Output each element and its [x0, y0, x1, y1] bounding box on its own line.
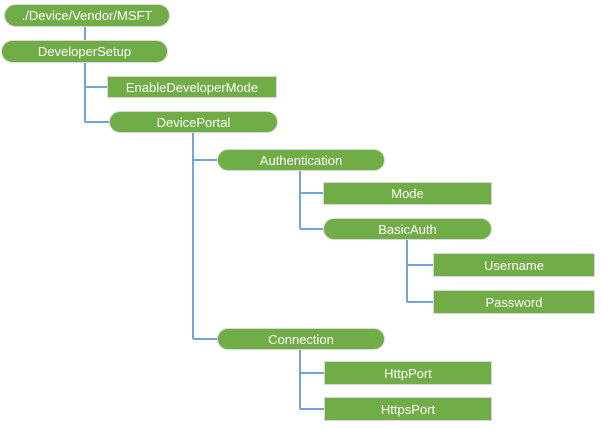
connector-branch-authentication — [193, 159, 217, 161]
node-label-enabledevelopermode: EnableDeveloperMode — [125, 79, 259, 95]
node-basicauth: BasicAuth — [323, 218, 492, 240]
node-authentication: Authentication — [217, 149, 385, 171]
node-label-basicauth: BasicAuth — [378, 221, 437, 237]
connector-authentication-trunk — [299, 171, 301, 229]
node-developersetup: DeveloperSetup — [1, 40, 168, 63]
node-httpport: HttpPort — [324, 361, 492, 385]
node-label-password: Password — [485, 294, 543, 310]
connector-deviceportal-trunk — [192, 133, 194, 339]
node-enabledevelopermode: EnableDeveloperMode — [107, 76, 277, 98]
connector-branch-mode — [300, 192, 323, 194]
node-label-mode: Mode — [391, 186, 424, 201]
connector-connection-trunk — [299, 350, 301, 409]
node-username: Username — [433, 253, 595, 277]
connector-branch-basicauth — [300, 228, 323, 230]
connector-branch-httpsport — [300, 408, 324, 410]
connector-branch-connection — [193, 338, 217, 340]
connector-branch-username — [407, 264, 433, 266]
node-httpsport: HttpsPort — [324, 397, 492, 421]
connector-root-to-developersetup — [84, 27, 86, 40]
node-password: Password — [433, 290, 595, 314]
node-label-root: ./Device/Vendor/MSFT — [21, 8, 153, 23]
connector-branch-httpport — [300, 372, 324, 374]
node-deviceportal: DevicePortal — [109, 111, 278, 133]
node-label-connection: Connection — [268, 331, 334, 347]
node-label-deviceportal: DevicePortal — [156, 114, 231, 130]
connector-basicauth-trunk — [406, 240, 408, 302]
node-connection: Connection — [217, 328, 385, 350]
node-label-username: Username — [484, 257, 544, 273]
node-label-developersetup: DeveloperSetup — [37, 44, 132, 59]
node-label-httpport: HttpPort — [384, 365, 432, 381]
connector-developersetup-trunk — [84, 63, 86, 122]
node-label-authentication: Authentication — [259, 152, 343, 168]
connector-branch-password — [407, 301, 433, 303]
node-mode: Mode — [323, 182, 492, 205]
node-label-httpsport: HttpsPort — [380, 401, 436, 417]
connector-branch-enabledevelopermode — [85, 86, 107, 88]
node-root: ./Device/Vendor/MSFT — [4, 4, 170, 27]
connector-branch-deviceportal — [85, 121, 109, 123]
